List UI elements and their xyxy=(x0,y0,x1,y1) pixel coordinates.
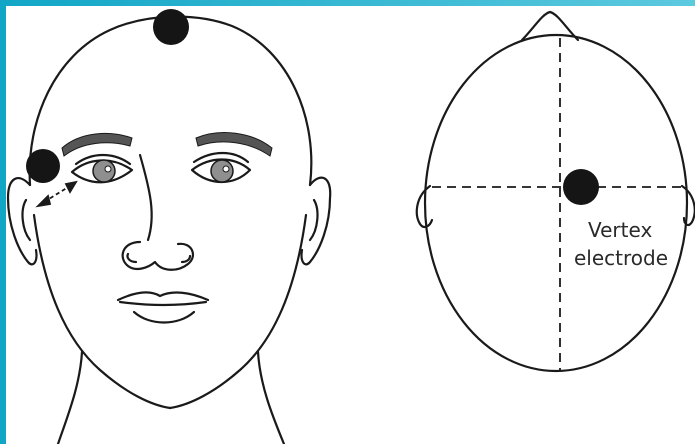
vertex-electrode xyxy=(563,169,599,205)
lips-line xyxy=(120,302,206,305)
nostril-left xyxy=(127,254,136,262)
front-head-view xyxy=(8,17,330,444)
face-left-contour xyxy=(34,215,170,408)
eyebrow-right xyxy=(196,133,272,156)
top-view-skull xyxy=(425,35,687,371)
iris-right xyxy=(211,160,233,182)
lower-lip xyxy=(134,312,194,323)
nose-bridge xyxy=(140,155,152,240)
pupil-right xyxy=(223,166,229,172)
top-view-crosshair xyxy=(432,38,682,370)
vertex-label-line1: Vertex xyxy=(588,218,652,242)
front-top-electrode xyxy=(153,9,189,45)
neck-right xyxy=(258,352,284,444)
ear-left-inner xyxy=(23,200,30,240)
face-right-contour xyxy=(170,215,306,408)
distance-arrow xyxy=(38,182,76,206)
top-view-ear-right xyxy=(682,186,695,225)
ear-right-inner xyxy=(310,200,317,240)
nostril-right xyxy=(182,256,190,262)
neck-left xyxy=(58,352,82,444)
upper-lip xyxy=(118,293,208,300)
pupil-left xyxy=(105,166,111,172)
top-head-view xyxy=(417,12,695,371)
vertex-label-line2: electrode xyxy=(574,246,668,270)
iris-left xyxy=(93,160,115,182)
outer-canthus-electrode xyxy=(26,149,60,183)
eyebrow-left xyxy=(62,133,132,156)
nose-base xyxy=(123,242,193,270)
